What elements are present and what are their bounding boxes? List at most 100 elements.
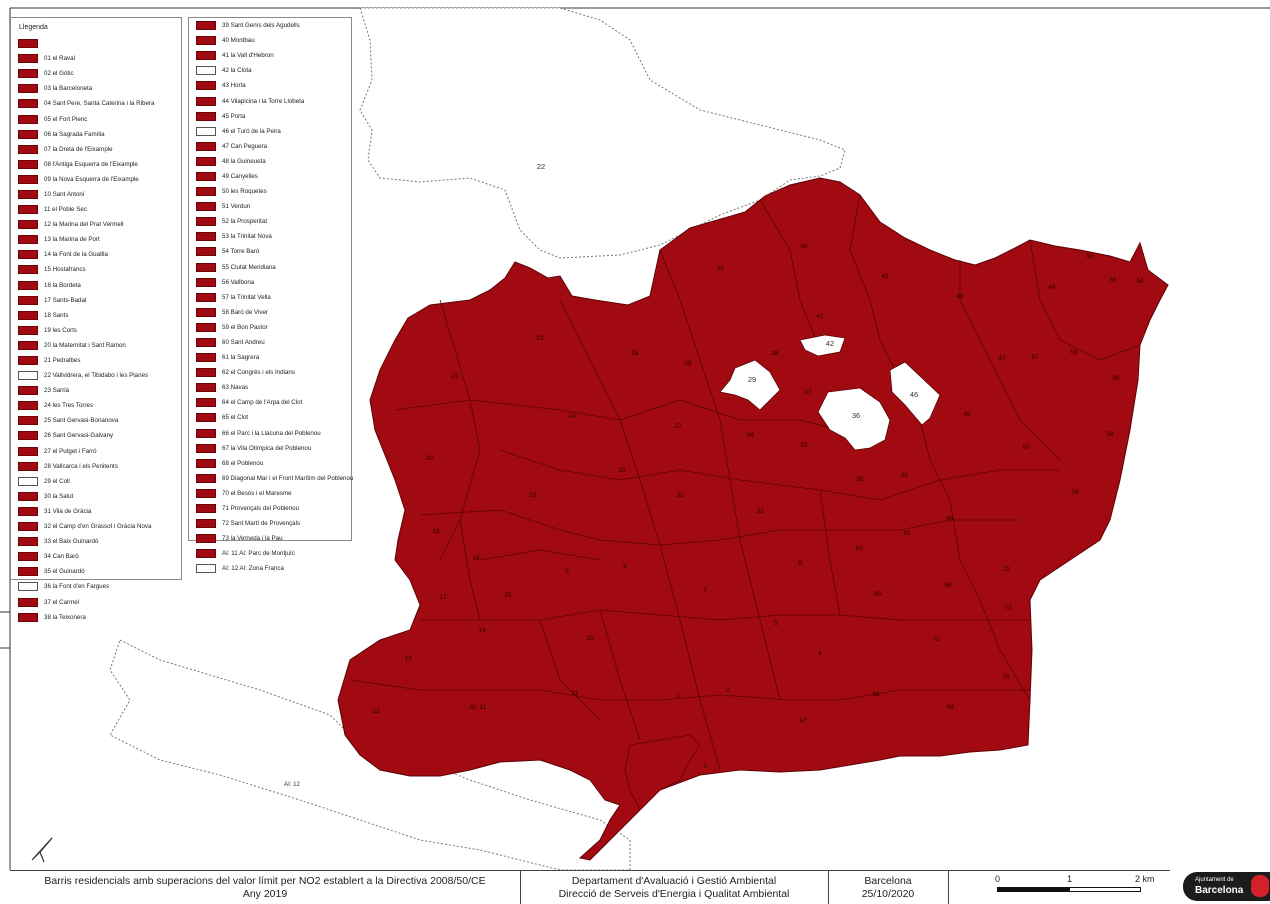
legend-item: 45 Porta [196, 109, 353, 124]
legend-swatch [18, 114, 38, 124]
legend-swatch [196, 458, 216, 468]
legend-item: 09 la Nova Esquerra de l'Eixample [18, 172, 154, 187]
legend-swatch [196, 473, 216, 483]
legend-item: 10 Sant Antoni [18, 187, 154, 202]
legend-item: 72 Sant Martí de Provençals [196, 516, 353, 531]
district-label: 61 [901, 472, 909, 479]
legend-swatch [18, 84, 38, 94]
legend-item: 30 la Salut [18, 489, 154, 504]
legend-label: 36 la Font d'en Fargues [44, 583, 110, 591]
legend-swatch [196, 504, 216, 514]
legend-swatch [196, 247, 216, 257]
legend-item: 40 Montbau [196, 33, 353, 48]
legend-label: 26 Sant Gervasi-Galvany [44, 432, 114, 440]
legend-swatch [18, 401, 38, 411]
legend-label: 28 Vallcarca i els Penitents [44, 462, 118, 470]
legend-label: 04 Sant Pere, Santa Caterina i la Ribera [44, 100, 155, 108]
legend-label: 08 l'Antiga Esquerra de l'Eixample [44, 160, 138, 168]
legend-label: 44 Vilapicina i la Torre Llobeta [222, 97, 305, 105]
legend-swatch [196, 96, 216, 106]
legend-label: 64 el Camp de l'Arpa del Clot [222, 399, 303, 407]
legend-label: 45 Porta [222, 112, 246, 120]
legend-swatch [196, 383, 216, 393]
footer-dept-cell: Departament d'Avaluació i Gestió Ambient… [520, 871, 829, 904]
legend-label: 43 Horta [222, 82, 246, 90]
legend-item: 23 Sarrià [18, 383, 154, 398]
legend-item: 63 Navas [196, 380, 353, 395]
legend-item: 34 Can Baró [18, 549, 154, 564]
legend-item: 61 la Sagrera [196, 350, 353, 365]
legend-label: 13 la Marina de Port [44, 236, 100, 244]
footer-date: 25/10/2020 [861, 887, 915, 900]
district-label: 50 [1086, 253, 1094, 260]
legend-swatch [18, 220, 38, 230]
legend-swatch [196, 534, 216, 544]
legend-label: 69 Diagonal Mar i el Front Marítim del P… [222, 474, 354, 482]
district-label: 1 [676, 693, 680, 700]
district-label: 7 [703, 587, 707, 594]
district-label: 10 [586, 635, 594, 642]
legend-label: 02 el Gòtic [44, 70, 74, 78]
legend-label: 10 Sant Antoni [44, 190, 85, 198]
legend-item: 17 Sants-Badal [18, 293, 154, 308]
legend-swatch [196, 368, 216, 378]
legend-label: 38 la Teixonera [44, 613, 86, 621]
legend-swatch [196, 549, 216, 559]
legend-item: 44 Vilapicina i la Torre Llobeta [196, 93, 353, 108]
legend-swatch [18, 159, 38, 169]
district-label: 38 [771, 350, 779, 357]
district-label: 41 [816, 313, 824, 320]
legend-label: 50 les Roquetes [222, 188, 267, 196]
legend-item: 14 la Font de la Guatlla [18, 247, 154, 262]
district-label: 53 [1070, 349, 1078, 356]
legend-item: 08 l'Antiga Esquerra de l'Eixample [18, 157, 154, 172]
legend-swatch [196, 488, 216, 498]
legend-swatch [196, 232, 216, 242]
legend-swatch [18, 174, 38, 184]
legend-swatch [18, 416, 38, 426]
legend-label: 73 la Verneda i la Pau [222, 535, 283, 543]
legend-swatch [18, 356, 38, 366]
legend-label: 72 Sant Martí de Provençals [222, 520, 301, 528]
legend-label: 19 les Corts [44, 326, 78, 334]
legend-label: 27 el Putget i Farró [44, 447, 97, 455]
legend-label: 09 la Nova Esquerra de l'Eixample [44, 175, 139, 183]
legend-label: 63 Navas [222, 384, 249, 392]
legend-label: 66 el Parc i la Llacuna del Poblenou [222, 429, 321, 437]
legend-label: 49 Canyelles [222, 172, 258, 180]
legend-swatch [196, 126, 216, 136]
legend-label: 17 Sants-Badal [44, 296, 87, 304]
district-label: 11 [572, 690, 579, 697]
legend-item: 46 el Turó de la Peira [196, 124, 353, 139]
legend-label: AI: 12 AI: Zona Franca [222, 565, 284, 573]
legend-label: 21 Pedralbes [44, 357, 81, 365]
district-label: 26 [618, 467, 626, 474]
legend-item: 29 el Coll [18, 474, 154, 489]
district-label: 23 [536, 335, 544, 342]
district-label: 49 [1048, 284, 1056, 291]
legend-label: 41 la Vall d'Hebron [222, 52, 274, 60]
legend-swatch [196, 262, 216, 272]
legend-label: 55 Ciutat Meridiana [222, 263, 276, 271]
district-label: 65 [874, 591, 882, 598]
ajuntament-logo: Ajuntament de Barcelona [1183, 872, 1270, 901]
legend-item: 43 Horta [196, 78, 353, 93]
district-label: 57 [1031, 354, 1039, 361]
legend-item: 07 la Dreta de l'Eixample [18, 142, 154, 157]
legend-swatch [18, 39, 38, 49]
legend-item: 70 el Besòs i el Maresme [196, 486, 353, 501]
legend-swatch [18, 144, 38, 154]
legend-label: 61 la Sagrera [222, 354, 260, 362]
legend-label: 71 Provençals del Poblenou [222, 505, 300, 513]
legend-item: 02 el Gòtic [18, 66, 154, 81]
legend-swatch [196, 322, 216, 332]
legend-item: 50 les Roquetes [196, 184, 353, 199]
legend-swatch [18, 310, 38, 320]
district-label: 19 [529, 492, 537, 499]
district-label: 46 [910, 390, 918, 399]
district-label: 20 [426, 455, 434, 462]
district-label: 72 [1002, 566, 1010, 573]
district-label: 54 [1136, 278, 1144, 285]
